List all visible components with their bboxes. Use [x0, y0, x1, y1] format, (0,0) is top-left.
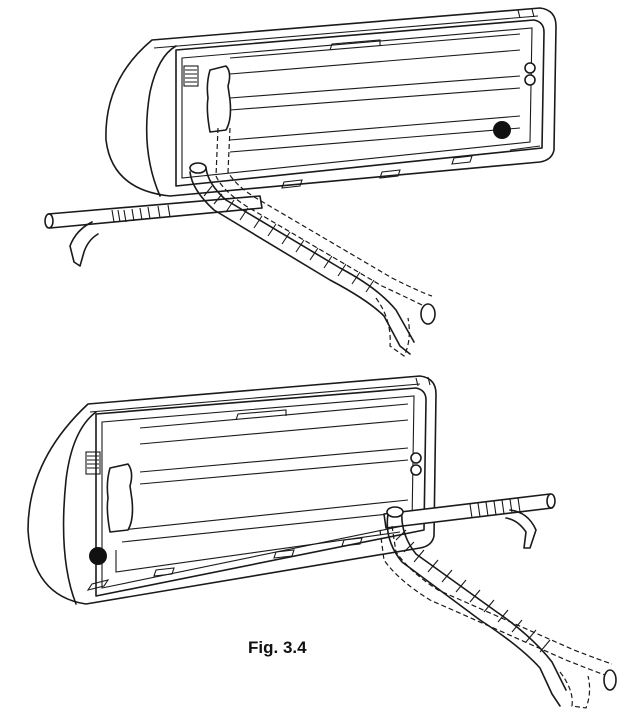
unit-bottom	[27, 375, 437, 605]
drain-hose-curl-bottom	[505, 509, 537, 549]
drain-hose-curl-top	[69, 221, 99, 267]
hook-right-bottom-a	[410, 452, 422, 464]
dashed-hose-bottom	[379, 525, 617, 709]
vent-grille-bottom	[85, 451, 101, 475]
dashed-hose-top	[215, 127, 436, 357]
figure-caption: Fig. 3.4	[248, 638, 307, 657]
left-bracket-top	[206, 65, 232, 133]
unit-body-bottom	[27, 375, 437, 605]
back-plate-frame-bottom	[95, 387, 427, 597]
vent-grille-top	[183, 65, 199, 87]
hook-right-top-b	[524, 74, 536, 86]
hook-right-top-a	[524, 62, 536, 74]
drain-hole-top	[493, 121, 511, 139]
left-bracket-bottom	[106, 463, 134, 533]
hook-right-bottom-b	[410, 464, 422, 476]
drain-hole-bottom	[89, 547, 107, 565]
back-plate-frame-top	[175, 19, 545, 187]
pipe-right-bottom	[383, 493, 556, 529]
unit-front-curve-bottom	[62, 411, 97, 605]
flex-hose-bottom	[386, 506, 567, 707]
pipe-left-top	[44, 195, 263, 229]
unit-front-curve-top	[145, 45, 177, 197]
flex-hose-top	[189, 162, 415, 355]
unit-top	[105, 7, 557, 197]
